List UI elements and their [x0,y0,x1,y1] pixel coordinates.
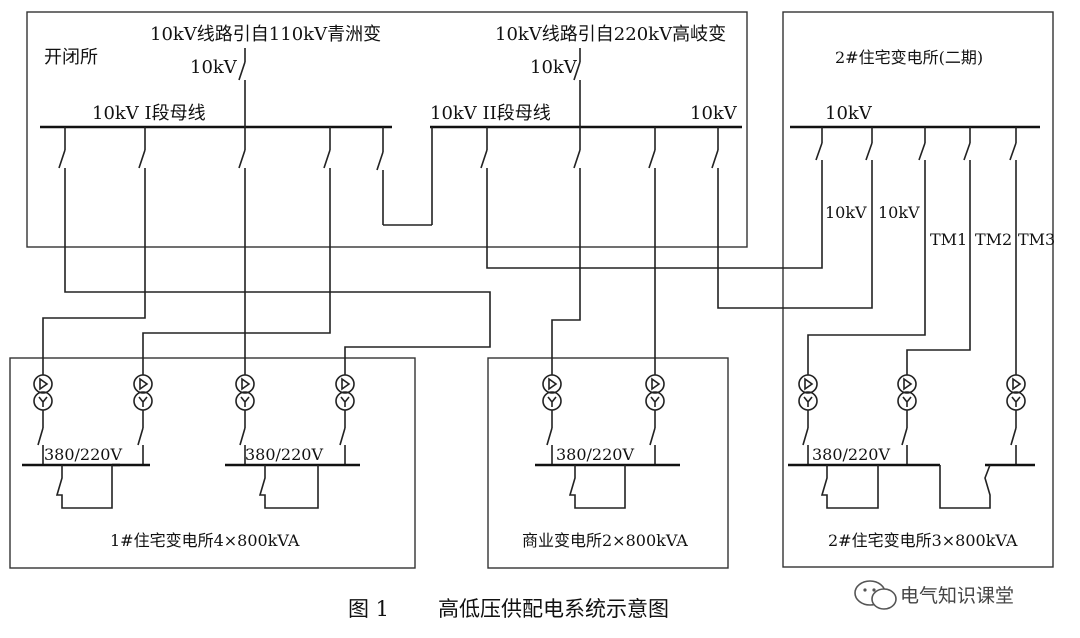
incoming-voltage-1-label: 10kV [190,57,238,78]
transformer-sub2-tm1 [798,374,818,465]
sub2-feeder-tm3 [1009,127,1017,375]
chat-bubble-icon [854,580,897,610]
tm1-label: TM1 [930,230,967,249]
sub2-incomer-b [865,127,873,220]
watermark-text: 电气知识课堂 [900,585,1014,607]
sub2-feeder-a-label: 10kV [825,203,867,222]
lv-sub1-b-label: 380/220V [245,445,323,464]
figure-title: 高低压供配电系统示意图 [438,597,669,621]
feeder-g [648,127,656,375]
sub2-feeder-tm2 [906,127,971,375]
feeder-h [711,127,873,309]
lv-bus-sub1-a [22,463,150,509]
transformer-sub1-t1 [33,374,53,465]
bus-10kv-right-label: 10kV [690,103,738,124]
feeder-f [551,127,581,375]
switching-station-label: 开闭所 [44,47,98,68]
transformer-commercial-t2 [645,374,665,465]
transformer-commercial-t1 [542,374,562,465]
sub2-feeder-tm1 [807,127,926,375]
bus-section-1-label: 10kV I段母线 [92,103,206,124]
feeder-a [58,127,491,375]
sub2-feeder-b-label: 10kV [878,203,920,222]
incoming-line-2 [573,48,581,127]
bus-tie [376,127,433,226]
lv-bus-sub1-b [225,463,360,509]
watermark: 电气知识课堂 [854,580,1014,610]
feeder-b [42,127,146,375]
tm2-label: TM2 [975,230,1012,249]
incoming-voltage-2-label: 10kV [530,57,578,78]
transformer-sub1-t2 [133,374,153,465]
figure-number: 图 1 [348,597,389,621]
incoming-line-1-label: 10kV线路引自110kV青洲变 [150,24,381,45]
switching-station-box [26,11,748,248]
incoming-line-1 [238,48,246,127]
lv-commercial-label: 380/220V [556,445,634,464]
feeder-c [238,127,246,375]
incoming-line-2-label: 10kV线路引自220kV高岐变 [495,24,726,45]
tm3-label: TM3 [1018,230,1055,249]
bus-section-2-label: 10kV II段母线 [430,103,551,124]
transformer-sub1-t4 [335,374,355,465]
lv-sub1-a-label: 380/220V [44,445,122,464]
transformer-sub2-tm3 [1006,374,1026,465]
residential-sub2-phase2-label: 2#住宅变电所(二期) [835,48,983,67]
commercial-sub-box [487,357,729,569]
residential-sub1-box [9,357,416,569]
lv-bus-commercial [535,463,680,509]
residential-sub1-label: 1#住宅变电所4×800kVA [110,531,300,550]
feeder-d [142,127,331,375]
residential-sub2-label: 2#住宅变电所3×800kVA [828,531,1018,550]
transformer-sub2-tm2 [897,374,917,465]
commercial-sub-label: 商业变电所2×800kVA [522,531,688,550]
residential-sub2-phase2-box [782,11,1054,568]
sub2-bus-label: 10kV [825,103,873,124]
lv-bus-sub2 [788,463,1035,509]
transformer-sub1-t3 [235,374,255,465]
sub2-incomer-a [815,127,823,220]
lv-sub2-label: 380/220V [812,445,890,464]
